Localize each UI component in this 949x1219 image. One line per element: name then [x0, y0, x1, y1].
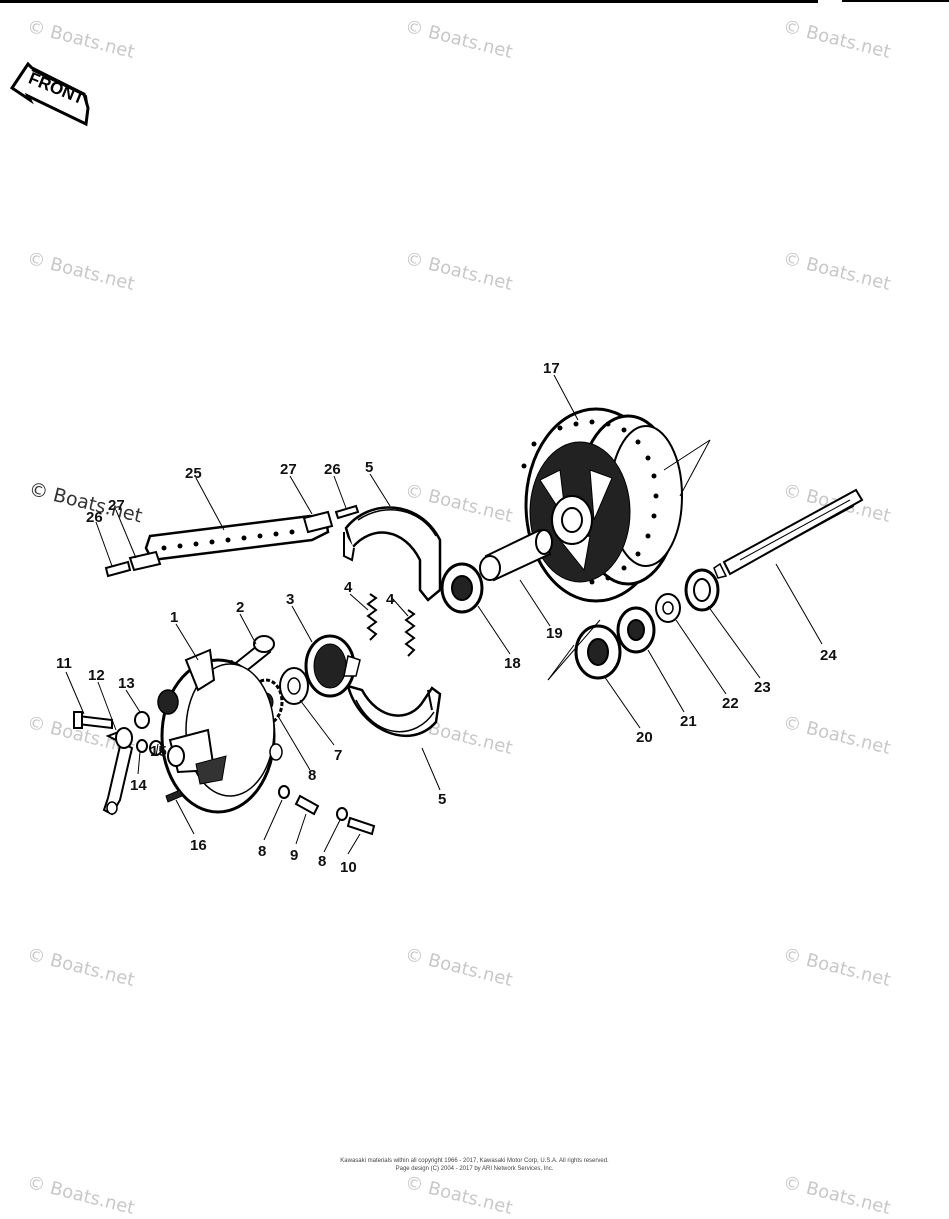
bearing-21	[616, 606, 656, 654]
collar-22	[655, 593, 681, 623]
callout-24: 24	[820, 647, 837, 664]
callout-8c: 8	[318, 853, 326, 870]
callout-27a: 27	[280, 461, 297, 478]
bearing-20	[574, 624, 622, 680]
brake-panel	[157, 648, 283, 814]
callout-9: 9	[290, 847, 298, 864]
fitting-8a	[278, 785, 290, 799]
bearing-left	[440, 562, 484, 614]
leader-lines	[65, 374, 823, 855]
callout-27b: 27	[108, 497, 125, 514]
callout-16: 16	[190, 837, 207, 854]
torque-link	[144, 514, 330, 562]
callout-23: 23	[754, 679, 771, 696]
brake-shoe-upper	[343, 506, 442, 602]
copyright-line-2: Page design (C) 2004 - 2017 by ARI Netwo…	[395, 1166, 554, 1172]
callout-8b: 8	[258, 843, 266, 860]
callout-2: 2	[236, 599, 244, 616]
bolt-11	[73, 711, 113, 730]
fitting-9	[294, 794, 320, 816]
callout-15: 15	[150, 743, 167, 760]
pin-16	[165, 789, 183, 803]
lockwasher-27a	[302, 510, 334, 534]
callout-26a: 26	[324, 461, 341, 478]
bolt-26b	[104, 560, 132, 578]
callout-5b: 5	[438, 791, 446, 808]
fitting-8b	[336, 807, 348, 821]
hub-spacer	[479, 528, 553, 582]
callout-4a: 4	[344, 579, 353, 596]
grease-seal	[304, 634, 361, 698]
callout-17: 17	[543, 360, 560, 377]
brake-lever	[102, 727, 134, 816]
lockwasher-27b	[128, 550, 162, 572]
callout-12: 12	[88, 667, 105, 684]
nut-13	[134, 711, 150, 729]
spring-right	[404, 609, 416, 657]
wheel-hub	[521, 407, 683, 603]
callout-5a: 5	[365, 459, 373, 476]
callout-14: 14	[130, 777, 147, 794]
top-border-line-right	[842, 0, 949, 2]
fitting-10	[346, 816, 376, 836]
callout-4b: 4	[386, 591, 395, 608]
callout-22: 22	[722, 695, 739, 712]
washer-7	[279, 667, 309, 705]
callout-19: 19	[546, 625, 563, 642]
callout-10: 10	[340, 859, 357, 876]
washer-14	[136, 739, 148, 753]
callout-7: 7	[334, 747, 342, 764]
spring-left	[366, 593, 378, 641]
callout-8a: 8	[308, 767, 316, 784]
copyright-line-1: Kawasaki materials within all copyright …	[340, 1158, 609, 1164]
circlip-23	[684, 568, 720, 612]
axle	[713, 488, 864, 579]
brake-shoe-lower	[346, 684, 442, 738]
top-border-line	[0, 0, 818, 3]
callout-21: 21	[680, 713, 697, 730]
callout-11: 11	[56, 655, 72, 672]
callout-1: 1	[170, 609, 178, 626]
front-arrow-icon: FRONT	[9, 61, 90, 127]
callout-13: 13	[118, 675, 135, 692]
callout-18: 18	[504, 655, 521, 672]
bolt-26a	[334, 504, 360, 520]
callout-3: 3	[286, 591, 294, 608]
callout-20: 20	[636, 729, 653, 746]
callout-26b: 26	[86, 509, 103, 526]
callout-25: 25	[185, 465, 202, 482]
